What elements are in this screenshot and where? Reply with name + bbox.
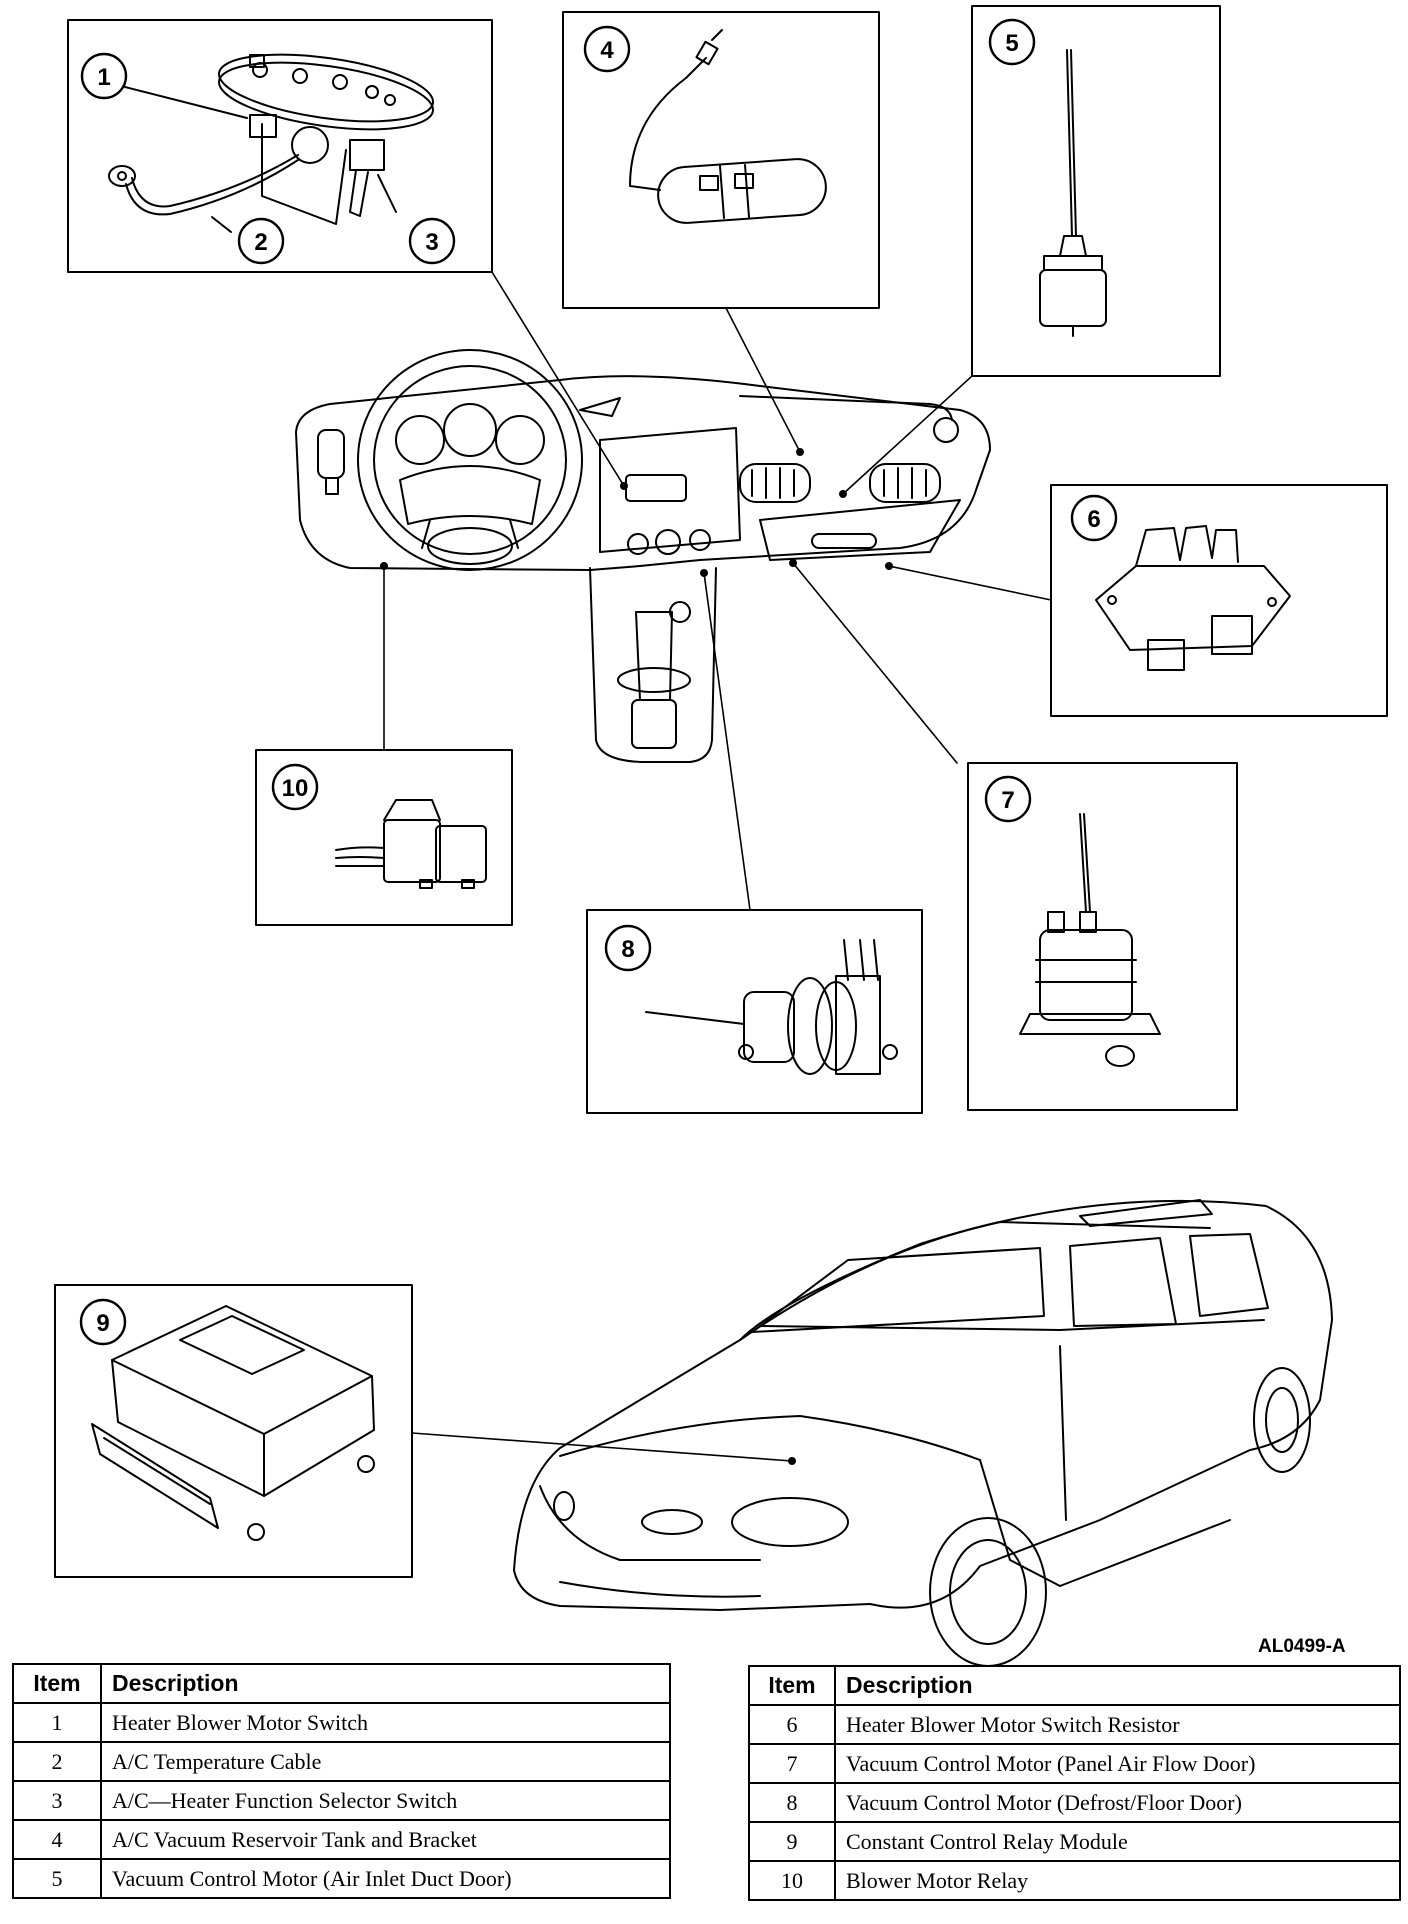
legend-item-description: Vacuum Control Motor (Air Inlet Duct Doo… (100, 1858, 671, 1899)
legend-row: 2 A/C Temperature Cable (12, 1741, 671, 1782)
resistor-drawing (1095, 525, 1291, 671)
legend-row: 6 Heater Blower Motor Switch Resistor (748, 1704, 1401, 1745)
legend-item-number: 9 (748, 1821, 836, 1862)
legend-item-number: 4 (12, 1819, 102, 1860)
legend-row: 10 Blower Motor Relay (748, 1860, 1401, 1901)
legend-item-number: 1 (12, 1702, 102, 1743)
legend-item-description: A/C Vacuum Reservoir Tank and Bracket (100, 1819, 671, 1860)
legend-table-left: Item Description 1 Heater Blower Motor S… (12, 1663, 671, 1899)
detail-box-8 (586, 909, 923, 1114)
legend-header-row: Item Description (12, 1663, 671, 1704)
legend-row: 4 A/C Vacuum Reservoir Tank and Bracket (12, 1819, 671, 1860)
item-header: Item (12, 1663, 102, 1704)
relay-drawing (335, 799, 487, 889)
legend-item-number: 10 (748, 1860, 836, 1901)
callout-3: 3 (425, 229, 438, 256)
relay-module-drawing (91, 1305, 375, 1541)
callout-8: 8 (621, 936, 634, 963)
detail-box-6 (1050, 484, 1388, 717)
detail-box-5 (971, 5, 1221, 377)
item-header: Item (748, 1665, 836, 1706)
vehicle-drawing (513, 1199, 1333, 1667)
callout-2: 2 (254, 229, 267, 256)
description-header: Description (834, 1665, 1401, 1706)
legend-row: 1 Heater Blower Motor Switch (12, 1702, 671, 1743)
legend-item-description: Vacuum Control Motor (Panel Air Flow Doo… (834, 1743, 1401, 1784)
legend-item-number: 7 (748, 1743, 836, 1784)
vacuum-motor-7-drawing (1019, 813, 1161, 1067)
leader-dots (380, 448, 893, 1465)
legend-item-description: A/C—Heater Function Selector Switch (100, 1780, 671, 1821)
legend-row: 7 Vacuum Control Motor (Panel Air Flow D… (748, 1743, 1401, 1784)
legend-item-number: 8 (748, 1782, 836, 1823)
callout-10: 10 (282, 775, 309, 802)
legend-item-number: 5 (12, 1858, 102, 1899)
legend-item-description: A/C Temperature Cable (100, 1741, 671, 1782)
legend-item-description: Blower Motor Relay (834, 1860, 1401, 1901)
legend-item-description: Heater Blower Motor Switch (100, 1702, 671, 1743)
vacuum-motor-8-drawing (645, 939, 898, 1075)
callout-5: 5 (1005, 30, 1018, 57)
detail-box-4 (562, 11, 880, 309)
figure-id: AL0499-A (1258, 1636, 1346, 1657)
callout-7: 7 (1001, 787, 1014, 814)
vacuum-reservoir-drawing (629, 29, 827, 224)
legend-item-description: Constant Control Relay Module (834, 1821, 1401, 1862)
callout-badges (79, 18, 1118, 1346)
legend-item-number: 3 (12, 1780, 102, 1821)
legend-item-number: 6 (748, 1704, 836, 1745)
legend-row: 8 Vacuum Control Motor (Defrost/Floor Do… (748, 1782, 1401, 1823)
callout-1: 1 (97, 64, 110, 91)
detail-box-1-3 (67, 19, 493, 273)
detail-box-9 (54, 1284, 413, 1578)
legend-header-row: Item Description (748, 1665, 1401, 1706)
leader-lines (383, 271, 1052, 1462)
control-head-drawing (108, 53, 435, 233)
legend-item-description: Vacuum Control Motor (Defrost/Floor Door… (834, 1782, 1401, 1823)
instrument-panel-drawing (295, 349, 991, 763)
legend-table-right: Item Description 6 Heater Blower Motor S… (748, 1665, 1401, 1901)
callout-6: 6 (1087, 506, 1100, 533)
callout-9: 9 (96, 1310, 109, 1337)
legend-item-number: 2 (12, 1741, 102, 1782)
vacuum-motor-5-drawing (1039, 49, 1107, 337)
description-header: Description (100, 1663, 671, 1704)
detail-box-7 (967, 762, 1238, 1111)
legend-item-description: Heater Blower Motor Switch Resistor (834, 1704, 1401, 1745)
legend-row: 9 Constant Control Relay Module (748, 1821, 1401, 1862)
legend-row: 3 A/C—Heater Function Selector Switch (12, 1780, 671, 1821)
legend-row: 5 Vacuum Control Motor (Air Inlet Duct D… (12, 1858, 671, 1899)
callout-4: 4 (600, 37, 614, 64)
